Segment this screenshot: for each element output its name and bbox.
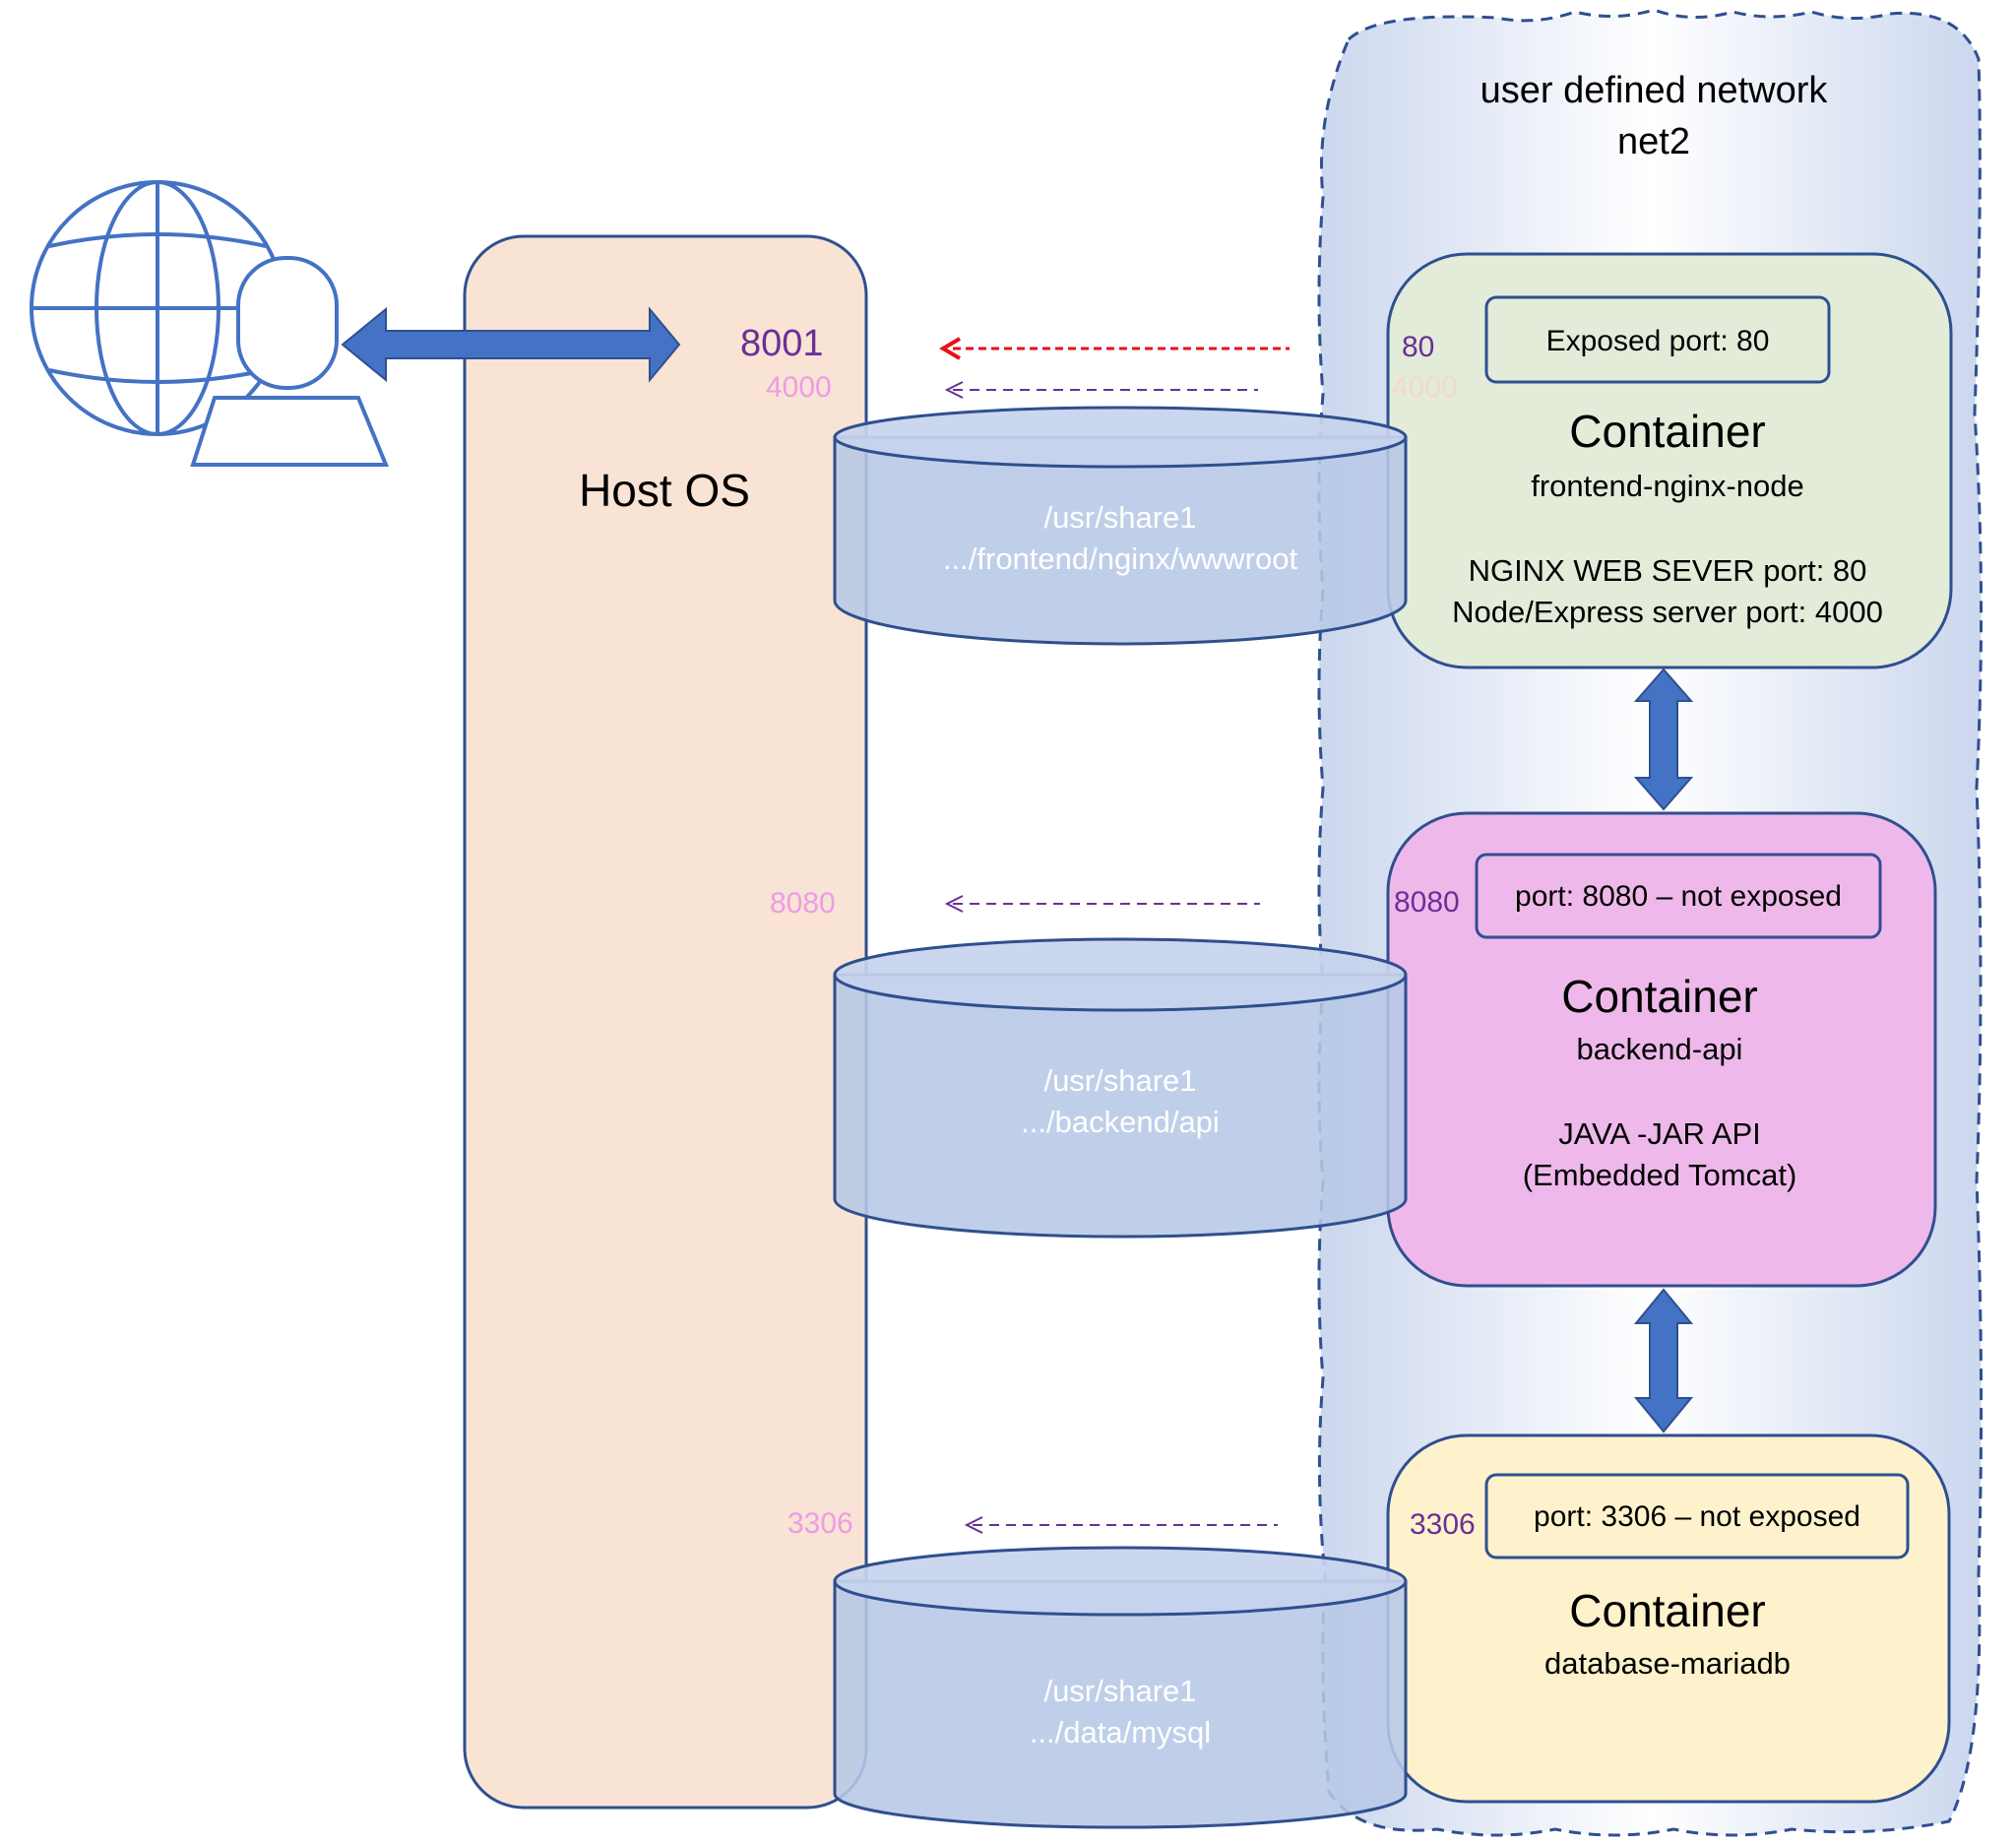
frontend-port-box-label: Exposed port: 80	[1546, 325, 1770, 357]
database-name: database-mariadb	[1544, 1646, 1791, 1681]
volume-backend-line1: /usr/share1	[1043, 1063, 1196, 1098]
network-title-line2: net2	[1617, 121, 1690, 162]
backend-name: backend-api	[1577, 1032, 1743, 1066]
volume-backend: /usr/share1 .../backend/api	[833, 937, 1408, 1239]
port-mapping-arrow-4000	[944, 381, 1258, 399]
frontend-side-port-faded: 4000	[1392, 371, 1458, 404]
volume-backend-line2: .../backend/api	[1021, 1105, 1220, 1139]
container-backend: port: 8080 – not exposed 8080 Container …	[1386, 811, 1937, 1288]
database-port-box-label: port: 3306 – not exposed	[1534, 1500, 1860, 1533]
backend-port-box-label: port: 8080 – not exposed	[1515, 880, 1842, 913]
host-port-8001: 8001	[740, 323, 824, 364]
volume-database: /usr/share1 .../data/mysql	[833, 1546, 1408, 1829]
frontend-side-port: 80	[1402, 331, 1434, 363]
user-icon	[190, 256, 389, 467]
port-mapping-arrow-3306	[964, 1516, 1278, 1534]
frontend-title: Container	[1569, 406, 1765, 457]
volume-database-line1: /usr/share1	[1043, 1674, 1196, 1708]
backend-detail-line2: (Embedded Tomcat)	[1523, 1158, 1797, 1192]
host-os-label: Host OS	[579, 465, 750, 516]
host-port-8080: 8080	[770, 887, 836, 920]
frontend-backend-double-arrow	[1633, 668, 1694, 811]
container-frontend: Exposed port: 80 80 4000 Container front…	[1386, 252, 1953, 669]
frontend-name: frontend-nginx-node	[1531, 469, 1803, 503]
database-side-port: 3306	[1410, 1508, 1476, 1541]
host-os: Host OS	[463, 234, 868, 1810]
backend-detail-line1: JAVA -JAR API	[1558, 1116, 1761, 1151]
host-port-3306: 3306	[788, 1507, 853, 1540]
backend-database-double-arrow	[1633, 1288, 1694, 1433]
volume-frontend-line1: /usr/share1	[1043, 500, 1196, 535]
host-port-4000: 4000	[766, 371, 832, 404]
database-title: Container	[1569, 1585, 1765, 1636]
container-database: port: 3306 – not exposed 3306 Container …	[1386, 1433, 1951, 1804]
volume-frontend: /usr/share1 .../frontend/nginx/wwwroot	[833, 406, 1408, 646]
backend-side-port: 8080	[1394, 886, 1460, 919]
user-host-double-arrow	[341, 306, 681, 383]
volume-database-line2: .../data/mysql	[1030, 1715, 1211, 1749]
volume-frontend-line2: .../frontend/nginx/wwwroot	[943, 541, 1298, 576]
frontend-detail-line2: Node/Express server port: 4000	[1452, 595, 1883, 629]
frontend-detail-line1: NGINX WEB SEVER port: 80	[1469, 553, 1867, 588]
backend-title: Container	[1561, 971, 1757, 1022]
port-mapping-arrow-8001	[939, 337, 1290, 360]
port-mapping-arrow-8080	[944, 895, 1260, 913]
network-title-line1: user defined network	[1480, 70, 1829, 111]
